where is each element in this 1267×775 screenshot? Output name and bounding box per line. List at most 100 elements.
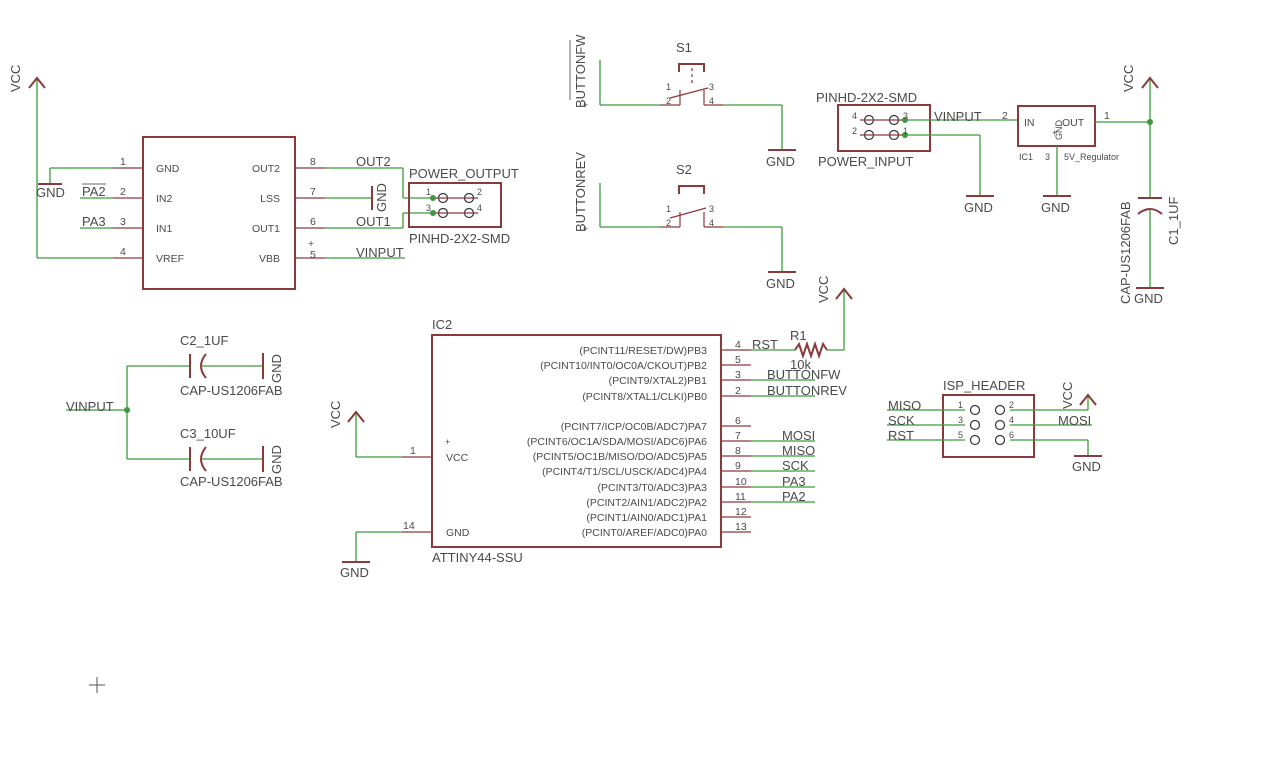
power-input-body — [837, 104, 931, 152]
driver-lss-gnd-label: GND — [374, 183, 389, 212]
s2-pin-4: 4 — [709, 218, 714, 228]
svg-text:+: + — [1052, 128, 1057, 138]
ic2-vcc-net: VCC — [328, 401, 343, 428]
regulator-ic1[interactable]: IN OUT GND 2 1 3 IC1 5V_Regulator + GND … — [1002, 65, 1159, 215]
ic2-pin-name: (PCINT11/RESET/DW)PB3 — [579, 345, 707, 357]
s2-pin-1: 1 — [666, 204, 671, 214]
ic2-net-label: PA2 — [782, 489, 806, 504]
isp-header[interactable]: ISP_HEADER 1 2 3 4 5 6 MISO SCK RST VCC … — [887, 378, 1102, 474]
c2-value: CAP-US1206FAB — [180, 383, 283, 398]
ic2-net-label: MOSI — [782, 428, 815, 443]
ic2-name: IC2 — [432, 317, 452, 332]
vcc-arrow-icon — [347, 410, 365, 423]
ic2-net-label: SCK — [782, 458, 809, 473]
ic2-pin-name: (PCINT10/INT0/OC0A/CKOUT)PB2 — [540, 360, 707, 372]
driver-pin-num-8: 8 — [310, 156, 316, 168]
isp-net-mosi: MOSI — [1058, 413, 1091, 428]
ic2-pin-number: 11 — [735, 491, 746, 503]
switch-s1[interactable]: BUTTONFW + 1 2 3 4 S1 GND — [569, 34, 796, 169]
vcc-arrow-icon — [1079, 393, 1097, 406]
s2-actuator — [678, 185, 705, 194]
ic2-pin-name: (PCINT8/XTAL1/CLKI)PB0 — [582, 391, 707, 403]
vinput-net-label: VINPUT — [66, 399, 114, 414]
ic2-pin-name: (PCINT0/AREF/ADC0)PA0 — [582, 527, 707, 539]
resistor-symbol — [794, 340, 828, 360]
vcc-arrow-icon — [835, 287, 853, 300]
ic2-vcc-pin: VCC — [446, 452, 469, 464]
driver-pin-num-4: 4 — [120, 246, 126, 258]
driver-gnd-label: GND — [36, 185, 65, 200]
ic2-pin-number: 3 — [735, 369, 741, 381]
c2-gnd-label: GND — [269, 354, 284, 383]
ic2-pin-name: (PCINT7/ICP/OC0B/ADC7)PA7 — [561, 421, 707, 433]
s2-name: S2 — [676, 162, 692, 177]
driver-pin-num-5: 5 — [310, 249, 316, 261]
isp-pin-3: 3 — [958, 415, 963, 425]
isp-pin-4: 4 — [1009, 415, 1014, 425]
ic2-pin-name: (PCINT2/AIN1/ADC2)PA2 — [586, 497, 707, 509]
power-input-gnd-label: GND — [964, 200, 993, 215]
regulator-value: 5V_Regulator — [1064, 152, 1119, 162]
resistor-r1[interactable]: VCC R1 10k — [790, 276, 853, 372]
s1-pin-4: 4 — [709, 96, 714, 106]
power-input-value: PINHD-2X2-SMD — [816, 90, 917, 105]
capacitor-c1[interactable]: GND CAP-US1206FAB C1_1UF — [1118, 197, 1181, 306]
power-output-name: POWER_OUTPUT — [409, 166, 519, 181]
ic2-pin-name: (PCINT3/T0/ADC3)PA3 — [598, 482, 708, 494]
s2-gnd-label: GND — [766, 276, 795, 291]
driver-pin-in1: IN1 — [156, 223, 173, 235]
motor-driver[interactable]: 1 2 3 4 GND IN2 IN1 VREF 8 7 6 5 OUT2 LS… — [113, 136, 325, 290]
power-input-header[interactable]: 4 2 3 1 PINHD-2X2-SMD POWER_INPUT VINPUT… — [816, 90, 1018, 215]
ic2-pin-name: (PCINT6/OC1A/SDA/MOSI/ADC6)PA6 — [527, 436, 707, 448]
power-output-value: PINHD-2X2-SMD — [409, 231, 510, 246]
ic2-pin-name: (PCINT5/OC1B/MISO/DO/ADC5)PA5 — [533, 451, 707, 463]
svg-text:+: + — [583, 224, 588, 234]
ic2-net-label: MISO — [782, 443, 815, 458]
ic2-pin-number: 10 — [735, 476, 747, 488]
r1-name: R1 — [790, 328, 807, 343]
power-output-body — [408, 182, 502, 228]
c3-value: CAP-US1206FAB — [180, 474, 283, 489]
driver-pin-num-2: 2 — [120, 186, 126, 198]
ic2-pin-name: (PCINT4/T1/SCL/USCK/ADC4)PA4 — [542, 466, 707, 478]
s2-pin-2: 2 — [666, 218, 671, 228]
switch-s2[interactable]: BUTTONREV + 1 2 3 4 S2 GND — [573, 152, 796, 291]
isp-name: ISP_HEADER — [943, 378, 1025, 393]
driver-pin-out2: OUT2 — [252, 163, 280, 175]
driver-vcc-label: VCC — [8, 65, 23, 92]
capacitors-c2-c3[interactable]: VINPUT GND C2_1UF CAP-US1206FAB GND C3_1… — [66, 333, 284, 489]
driver-pin-vref: VREF — [156, 253, 184, 265]
c1-gnd-label: GND — [1134, 291, 1163, 306]
regulator-pin-gnd: GND — [1054, 120, 1064, 141]
ic2-pin-number: 12 — [735, 506, 747, 518]
power-input-pin-2: 2 — [852, 126, 857, 136]
ic2-value: ATTINY44-SSU — [432, 550, 523, 565]
driver-plus-mark: + — [308, 238, 314, 250]
power-output-pin-3: 3 — [426, 203, 431, 213]
driver-wires: VCC GND PA2 PA3 OUT2 GND OUT1 VINPUT — [8, 65, 433, 260]
driver-pin-lss: LSS — [260, 193, 280, 205]
ic2-net-label: BUTTONREV — [767, 383, 847, 398]
driver-net-out2: OUT2 — [356, 154, 391, 169]
power-input-pin-3: 3 — [903, 111, 908, 121]
s1-name: S1 — [676, 40, 692, 55]
s2-pin-3: 3 — [709, 204, 714, 214]
power-output-pin-1: 1 — [426, 187, 431, 197]
regulator-pin-in: IN — [1024, 117, 1035, 129]
driver-net-vinput: VINPUT — [356, 245, 404, 260]
ic2-pin-number: 4 — [735, 339, 741, 351]
driver-pin-num-3: 3 — [120, 216, 126, 228]
power-output-header[interactable]: 1 2 3 4 POWER_OUTPUT PINHD-2X2-SMD — [408, 166, 519, 246]
driver-pin-num-7: 7 — [310, 186, 316, 198]
isp-net-sck: SCK — [888, 413, 915, 428]
driver-pin-in2: IN2 — [156, 193, 173, 205]
svg-text:+: + — [445, 437, 450, 447]
r1-vcc-label: VCC — [816, 276, 831, 303]
c3-name: C3_10UF — [180, 426, 236, 441]
s1-pin-1: 1 — [666, 82, 671, 92]
ic2-gnd-net: GND — [340, 565, 369, 580]
driver-pin-vbb: VBB — [259, 253, 280, 265]
power-output-pin-2: 2 — [477, 187, 482, 197]
c1-value: CAP-US1206FAB — [1118, 201, 1133, 304]
